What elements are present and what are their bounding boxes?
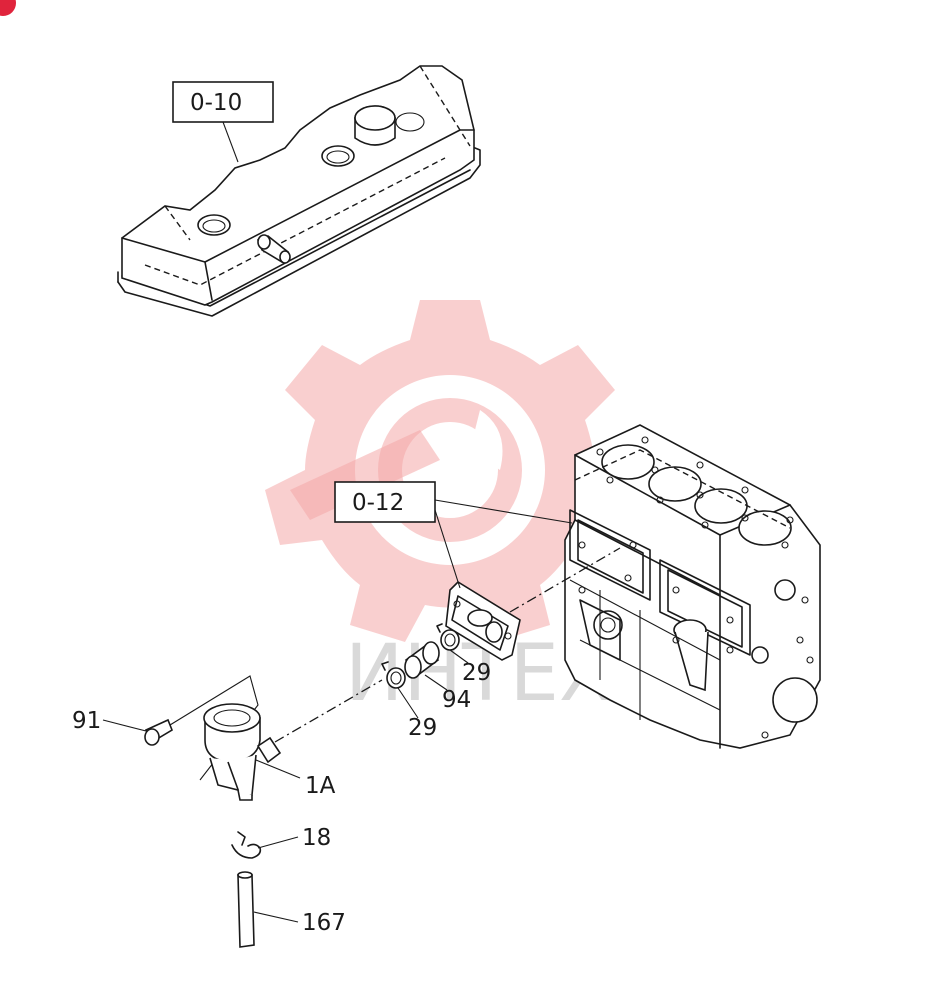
hose-94: 94 xyxy=(404,641,471,713)
callout-block: 0-12 xyxy=(352,490,404,516)
label-91: 91 xyxy=(72,708,101,734)
callout-cover: 0-10 xyxy=(190,90,242,116)
clip-18: 18 xyxy=(231,825,331,859)
label-1A: 1A xyxy=(305,773,336,799)
cylinder-block xyxy=(564,424,821,749)
bolt-91: 91 xyxy=(72,708,173,746)
hose-167: 167 xyxy=(237,871,346,948)
breather-assembly: 1A xyxy=(169,675,383,801)
label-94: 94 xyxy=(442,687,471,713)
hose-clip-lower: 29 xyxy=(381,661,437,741)
hose-clip-upper: 29 xyxy=(436,623,491,686)
corner-badge xyxy=(0,0,16,16)
label-167: 167 xyxy=(302,910,346,936)
rocker-cover: 0-10 xyxy=(117,65,481,317)
callout-box-block xyxy=(334,481,436,523)
label-29-upper: 29 xyxy=(462,660,491,686)
label-18: 18 xyxy=(302,825,331,851)
breather-cover-plate: 0-12 xyxy=(334,481,621,661)
label-29-lower: 29 xyxy=(408,715,437,741)
callout-box-cover xyxy=(172,81,274,123)
